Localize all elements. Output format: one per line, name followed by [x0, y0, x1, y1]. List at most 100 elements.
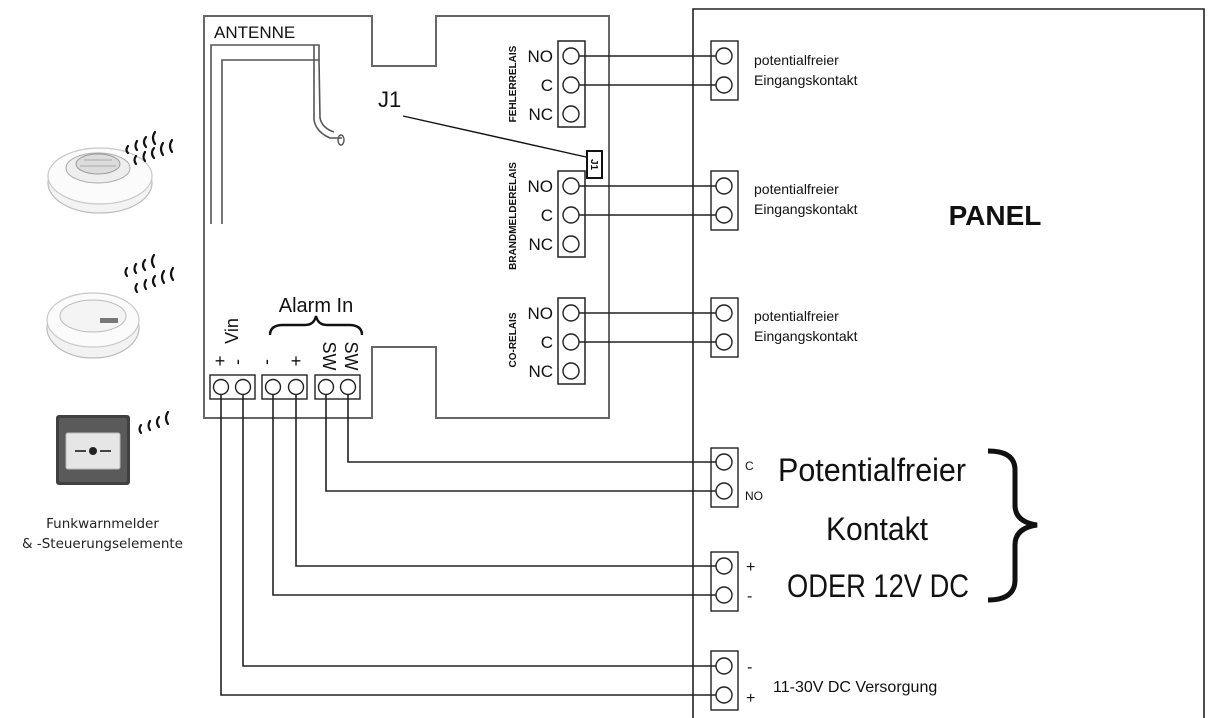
panel-sw-label-no: NO — [745, 489, 763, 503]
wire — [242, 394, 716, 667]
contact-text-line: Eingangskontakt — [754, 201, 858, 217]
panel-dc-label-plus: + — [746, 559, 755, 576]
bottom-terminal-label: - — [227, 359, 247, 365]
terminal-screw — [212, 378, 230, 396]
antenna-tip — [337, 134, 345, 146]
terminal-screw — [715, 482, 733, 500]
relay-terminal-label: C — [541, 76, 553, 95]
smoke-detector-icon — [47, 147, 153, 214]
relay-name-brandmelde: BRANDMELDERELAIS — [508, 162, 519, 270]
jumper-pointer — [402, 115, 587, 158]
relay-terminal-label: NC — [528, 235, 553, 254]
bottom-terminal-label: SW — [341, 342, 361, 371]
terminal-screw — [562, 362, 580, 380]
panel-outline — [692, 8, 1205, 718]
vin-terminal-block — [209, 374, 256, 400]
heat-alarm-icon — [46, 292, 140, 359]
module-outline — [203, 15, 610, 419]
terminal-screw — [715, 304, 733, 322]
antenna-label: ANTENNE — [214, 23, 295, 42]
terminal-screw — [317, 378, 335, 396]
output-text-line: ODER 12V DC — [787, 568, 969, 604]
terminal-screw — [715, 557, 733, 575]
output-text-line: Potentialfreier — [778, 452, 966, 488]
panel-dc-label-minus: - — [747, 588, 752, 605]
terminal-screw — [562, 177, 580, 195]
supply-label: 11-30V DC Versorgung — [773, 679, 937, 696]
terminal-screw — [715, 47, 733, 65]
bottom-terminal-label: + — [215, 351, 226, 371]
contact-text-line: potentialfreier — [754, 52, 839, 68]
jumper-chip-label: J1 — [588, 159, 599, 171]
terminal-screw — [264, 378, 282, 396]
relay-terminal-label: NO — [528, 47, 554, 66]
co-relais-terminal-block — [557, 297, 586, 385]
call-point-icon — [56, 415, 130, 485]
relay-terminal-label: C — [541, 206, 553, 225]
terminal-screw — [562, 47, 580, 65]
terminal-screw — [715, 586, 733, 604]
relay-terminal-label: NC — [528, 362, 553, 381]
vin-label: Vin — [222, 318, 242, 344]
jumper-label: J1 — [378, 87, 401, 112]
panel-supply-block — [710, 650, 739, 711]
terminal-screw — [562, 206, 580, 224]
fehlerrelais-terminal-block — [557, 40, 586, 128]
relay-terminal-label: NO — [528, 304, 554, 323]
relay-terminal-label: NO — [528, 177, 554, 196]
contact-text-line: potentialfreier — [754, 181, 839, 197]
wire — [272, 394, 716, 596]
wireless-waves-icon — [124, 253, 175, 294]
wireless-waves-icon — [125, 130, 174, 166]
terminal-screw — [715, 657, 733, 675]
devices-caption: Funkwarnmelder & -Steuerungselemente — [0, 514, 205, 554]
panel-title: PANEL — [949, 200, 1042, 231]
terminal-screw — [562, 76, 580, 94]
brandmelderelais-terminal-block — [557, 170, 586, 258]
terminal-screw — [715, 206, 733, 224]
bottom-terminal-label: + — [291, 351, 302, 371]
terminal-screw — [715, 76, 733, 94]
terminal-screw — [715, 686, 733, 704]
terminal-screw — [562, 333, 580, 351]
antenna-wire — [210, 44, 342, 224]
wire — [325, 394, 716, 492]
caption-line: & -Steuerungselemente — [22, 536, 183, 552]
terminal-screw — [562, 235, 580, 253]
wire — [220, 394, 716, 696]
relay-name-co: CO-RELAIS — [508, 312, 519, 367]
terminal-screw — [715, 333, 733, 351]
terminal-screw — [562, 304, 580, 322]
sw-terminal-block — [314, 374, 361, 400]
output-brace — [987, 448, 1038, 603]
terminal-screw — [287, 378, 305, 396]
contact-text-line: Eingangskontakt — [754, 328, 858, 344]
panel-input-block-3 — [710, 297, 739, 358]
wire — [347, 394, 716, 463]
caption-line: Funkwarnmelder — [46, 516, 159, 532]
alarm-in-label: Alarm In — [279, 295, 353, 317]
relay-terminal-label: C — [541, 333, 553, 352]
contact-text-line: Eingangskontakt — [754, 72, 858, 88]
panel-input-block-1 — [710, 40, 739, 101]
contact-text-line: potentialfreier — [754, 308, 839, 324]
terminal-screw — [339, 378, 357, 396]
panel-supply-label-minus: - — [747, 659, 752, 676]
bottom-terminal-label: SW — [319, 342, 339, 371]
terminal-screw — [715, 453, 733, 471]
panel-dc-block — [710, 551, 739, 612]
alarm-in-terminal-block — [261, 374, 308, 400]
terminal-screw — [715, 177, 733, 195]
relay-name-fehler: FEHLERRELAIS — [508, 45, 519, 122]
relay-terminal-label: NC — [528, 105, 553, 124]
panel-input-block-2 — [710, 170, 739, 231]
wireless-waves-icon — [138, 410, 170, 435]
bottom-terminal-label: - — [256, 359, 276, 365]
wire — [295, 394, 716, 567]
terminal-screw — [234, 378, 252, 396]
panel-supply-label-plus: + — [746, 690, 755, 707]
alarm-in-brace — [268, 315, 364, 336]
panel-sw-label-c: C — [745, 459, 754, 473]
terminal-screw — [562, 105, 580, 123]
